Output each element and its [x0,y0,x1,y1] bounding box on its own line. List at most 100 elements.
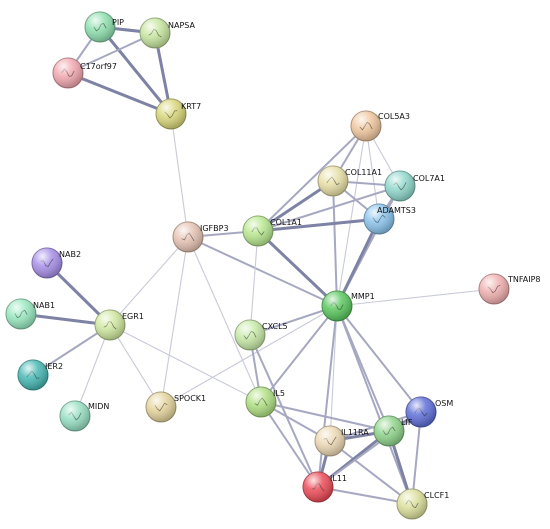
node-label: MIDN [88,402,109,411]
node-col5a3[interactable]: COL5A3 [350,110,410,142]
node-label: COL1A1 [270,218,302,227]
node-label: IER2 [45,362,63,371]
node-label: COL5A3 [378,112,410,121]
node-gloss [235,320,265,350]
node-gloss [140,18,170,48]
edge-col5a3-col1a1 [257,125,367,232]
node-label: NAB1 [33,301,55,310]
node-gloss [53,58,83,88]
edge-mmp1-il5 [260,305,338,403]
node-label: CXCL5 [262,322,288,331]
node-gloss [32,248,62,278]
edge-krt7-igfbp3 [170,113,189,238]
edge-osm-il11 [317,411,422,488]
node-label: ADAMTS3 [377,206,416,215]
edge-mmp1-clcf1 [336,305,413,505]
edge-mmp1-il11 [317,305,338,488]
node-gloss [173,222,203,252]
node-adamts3[interactable]: ADAMTS3 [363,203,416,235]
edge-mmp1-il11ra [329,305,338,442]
node-label: OSM [435,399,453,408]
edge-mmp1-tnfaip8 [336,288,495,307]
node-label: IL5 [273,389,285,398]
node-nab2[interactable]: NAB2 [31,247,81,279]
edge-il5-il11 [260,401,319,488]
edge-egr1-spock1 [109,324,162,408]
node-col11a1[interactable]: COL11A1 [317,165,382,197]
node-label: KRT7 [181,102,201,111]
node-label: NAB2 [59,250,81,259]
node-gloss [322,291,352,321]
edge-c17orf97-krt7 [66,71,173,116]
node-gloss [364,204,394,234]
node-gloss [18,360,48,390]
node-igfbp3[interactable]: IGFBP3 [172,221,229,253]
node-spock1[interactable]: SPOCK1 [145,391,206,423]
node-gloss [303,472,333,502]
node-gloss [243,216,273,246]
node-label: LIF [401,418,413,427]
node-osm[interactable]: OSM [405,396,453,428]
node-mmp1[interactable]: MMP1 [321,290,375,322]
node-col1a1[interactable]: COL1A1 [242,215,302,247]
node-krt7[interactable]: KRT7 [155,98,201,130]
edge-cxcl5-il11 [249,334,319,488]
node-il5[interactable]: IL5 [245,386,285,418]
node-gloss [6,299,36,329]
node-egr1[interactable]: EGR1 [94,309,144,341]
node-gloss [374,416,404,446]
edge-col11a1-mmp1 [332,180,338,307]
node-gloss [397,489,427,519]
node-gloss [246,387,276,417]
node-label: TNFAIP8 [507,275,540,284]
edge-igfbp3-mmp1 [187,236,338,307]
edge-igfbp3-egr1 [109,236,189,326]
node-label: IL11 [330,474,347,483]
edge-col5a3-adamts3 [365,125,380,220]
node-gloss [385,171,415,201]
node-nab1[interactable]: NAB1 [5,298,55,330]
node-il11ra[interactable]: IL11RA [314,425,369,457]
node-label: NAPSA [168,21,196,30]
node-gloss [95,310,125,340]
node-label: COL11A1 [345,168,382,177]
edge-il11ra-clcf1 [329,440,413,505]
node-il11[interactable]: IL11 [302,471,347,503]
edge-egr1-midn [74,324,111,417]
node-lif[interactable]: LIF [373,415,413,447]
edge-adamts3-col1a1 [256,217,381,233]
edge-mmp1-spock1 [160,305,338,408]
edge-col1a1-mmp1 [256,229,339,308]
node-gloss [60,401,90,431]
node-tnfaip8[interactable]: TNFAIP8 [478,273,540,305]
node-gloss [146,392,176,422]
node-label: PIP [112,18,124,27]
node-clcf1[interactable]: CLCF1 [396,488,449,520]
node-ier2[interactable]: IER2 [17,359,63,391]
node-label: IGFBP3 [200,224,229,233]
node-label: CLCF1 [424,491,449,500]
node-napsa[interactable]: NAPSA [139,17,196,49]
node-col7a1[interactable]: COL7A1 [384,170,445,202]
node-gloss [156,99,186,129]
nodes-layer: PIP NAPSA C17orf97KRT7COL5A3COL11A1COL7A1A… [5,11,540,520]
node-c17orf97[interactable]: C17orf97 [52,57,117,89]
edge-napsa-c17orf97 [67,32,156,74]
edge-egr1-il5 [109,324,262,403]
node-gloss [479,274,509,304]
edge-col5a3-mmp1 [336,125,367,307]
node-label: COL7A1 [413,174,445,183]
node-label: SPOCK1 [174,394,206,403]
edge-igfbp3-spock1 [160,236,189,408]
node-gloss [318,166,348,196]
node-cxcl5[interactable]: CXCL5 [234,319,288,351]
node-midn[interactable]: MIDN [59,400,109,432]
edge-mmp1-osm [336,305,422,413]
node-pip[interactable]: PIP [84,11,124,43]
edge-col1a1-cxcl5 [249,230,259,336]
node-label: MMP1 [351,292,375,301]
edge-pip-krt7 [98,25,173,116]
node-gloss [406,397,436,427]
node-gloss [351,111,381,141]
